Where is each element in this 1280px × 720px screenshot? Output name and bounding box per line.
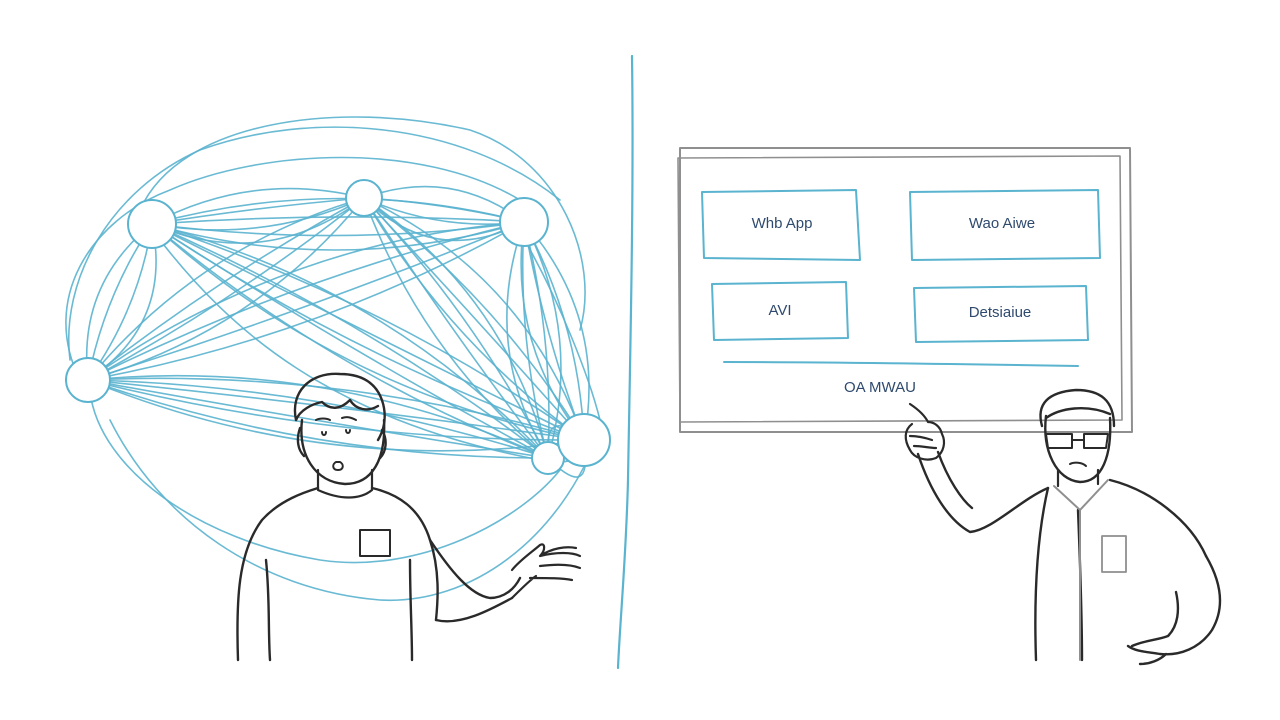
board-box-outline bbox=[711, 281, 849, 341]
pointing-person-pocket bbox=[1101, 535, 1127, 573]
network-connection bbox=[151, 223, 549, 459]
pointing-person-hand bbox=[904, 402, 946, 461]
network-connection bbox=[151, 223, 585, 441]
network-connection bbox=[87, 377, 585, 441]
network-connection bbox=[151, 197, 365, 244]
board-box-web-app: Whb App bbox=[701, 189, 861, 261]
network-node bbox=[65, 357, 111, 403]
network-connection bbox=[87, 221, 525, 381]
network-connection bbox=[151, 223, 585, 441]
network-connection bbox=[523, 221, 585, 441]
network-connection bbox=[109, 419, 601, 601]
confused-person-head bbox=[300, 418, 386, 486]
board-box-outline bbox=[701, 189, 861, 261]
pointing-person-torso bbox=[1034, 478, 1208, 662]
network-connection bbox=[363, 197, 549, 459]
network-node bbox=[499, 197, 549, 247]
network-connections bbox=[65, 116, 601, 601]
confused-person-hair bbox=[293, 372, 387, 460]
tangled-network bbox=[65, 116, 611, 601]
confused-person-face bbox=[315, 416, 357, 471]
board-box-label: Wao Aiwe bbox=[969, 215, 1035, 232]
network-connection bbox=[87, 379, 585, 441]
network-connection bbox=[87, 223, 153, 381]
confused-person-hand bbox=[510, 543, 582, 600]
network-nodes bbox=[65, 179, 611, 475]
network-connection bbox=[68, 126, 561, 361]
confused-person bbox=[236, 372, 582, 662]
network-connection bbox=[523, 221, 590, 441]
network-connection bbox=[87, 197, 365, 381]
network-connection bbox=[363, 197, 585, 441]
network-connection bbox=[151, 216, 525, 225]
network-connection bbox=[159, 239, 541, 461]
network-connection bbox=[151, 187, 365, 225]
network-node bbox=[557, 413, 611, 467]
pointing-person-collar bbox=[1053, 479, 1109, 661]
network-connection bbox=[151, 197, 365, 225]
network-connection bbox=[151, 223, 549, 459]
pointing-person-glasses bbox=[1045, 433, 1109, 449]
network-connection bbox=[87, 197, 365, 381]
center-divider bbox=[616, 54, 634, 670]
network-node bbox=[127, 199, 177, 249]
board-box-database: Detsiaiue bbox=[913, 285, 1089, 343]
pointing-person-arm-on-hip bbox=[1126, 554, 1222, 666]
whiteboard-frame-inner bbox=[677, 155, 1123, 423]
confused-person-shirt-pocket bbox=[359, 529, 391, 557]
network-connection bbox=[520, 221, 585, 441]
board-footer-label: OA MWAU bbox=[844, 379, 916, 396]
network-connection bbox=[151, 223, 549, 459]
board-box-label: Detsiaiue bbox=[969, 304, 1032, 321]
network-connection bbox=[363, 197, 585, 441]
network-connection bbox=[87, 379, 585, 452]
network-connection bbox=[506, 221, 549, 459]
board-box-label: Whb App bbox=[752, 215, 813, 232]
network-connection bbox=[363, 197, 549, 459]
board-box-api: AVI bbox=[711, 281, 849, 341]
network-connection bbox=[151, 223, 549, 459]
network-connection bbox=[151, 223, 585, 441]
network-connection bbox=[87, 221, 525, 381]
network-connection bbox=[521, 221, 549, 459]
network-connection bbox=[87, 223, 153, 381]
network-connection bbox=[363, 197, 549, 459]
network-connection bbox=[523, 221, 585, 441]
network-connection bbox=[65, 156, 521, 381]
network-connection bbox=[519, 231, 601, 421]
network-connection bbox=[87, 379, 549, 459]
confused-person-arm bbox=[428, 538, 522, 623]
confused-person-body bbox=[236, 486, 439, 662]
pointing-person-hair bbox=[1039, 388, 1116, 428]
pointing-person-arm bbox=[916, 450, 1050, 534]
network-connection bbox=[87, 221, 525, 381]
board-box-outline bbox=[913, 285, 1089, 343]
network-connection bbox=[87, 197, 365, 381]
pointing-person bbox=[904, 388, 1222, 666]
network-node bbox=[345, 179, 383, 217]
network-connection bbox=[87, 221, 525, 381]
board-box-outline bbox=[909, 189, 1101, 261]
network-connection bbox=[523, 221, 562, 459]
whiteboard: Whb App Wao Aiwe AVI Detsiaiue OA MWAU bbox=[677, 147, 1133, 433]
confused-person-neck bbox=[316, 468, 374, 499]
network-connection bbox=[89, 391, 561, 564]
network-connection bbox=[363, 197, 585, 441]
pointing-person-mouth bbox=[1069, 461, 1087, 467]
board-footer-line bbox=[723, 361, 1079, 367]
board-box-label: AVI bbox=[768, 302, 791, 319]
board-box-web-api: Wao Aiwe bbox=[909, 189, 1101, 261]
